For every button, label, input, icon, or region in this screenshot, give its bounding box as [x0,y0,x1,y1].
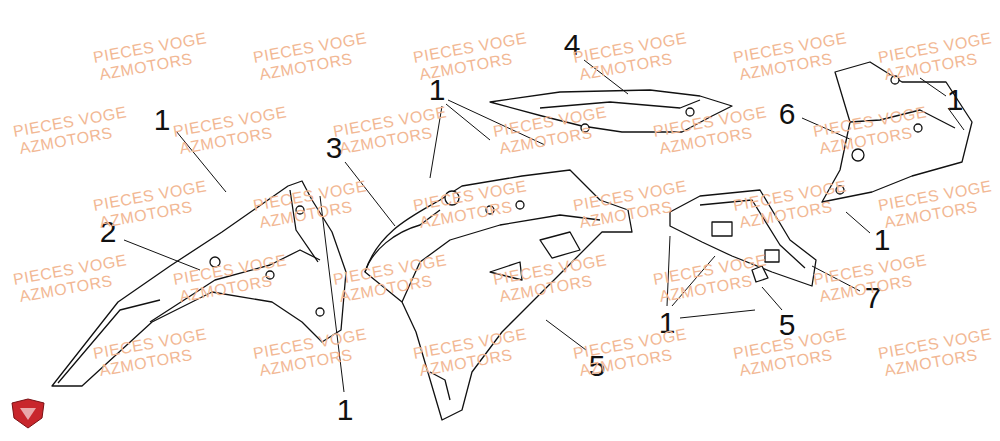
leader-lines [124,60,964,392]
callout-number: 1 [337,395,354,425]
callout-number: 6 [779,99,796,129]
brand-logo [12,399,44,428]
callout-number: 1 [947,85,964,115]
callout-number: 1 [154,105,171,135]
